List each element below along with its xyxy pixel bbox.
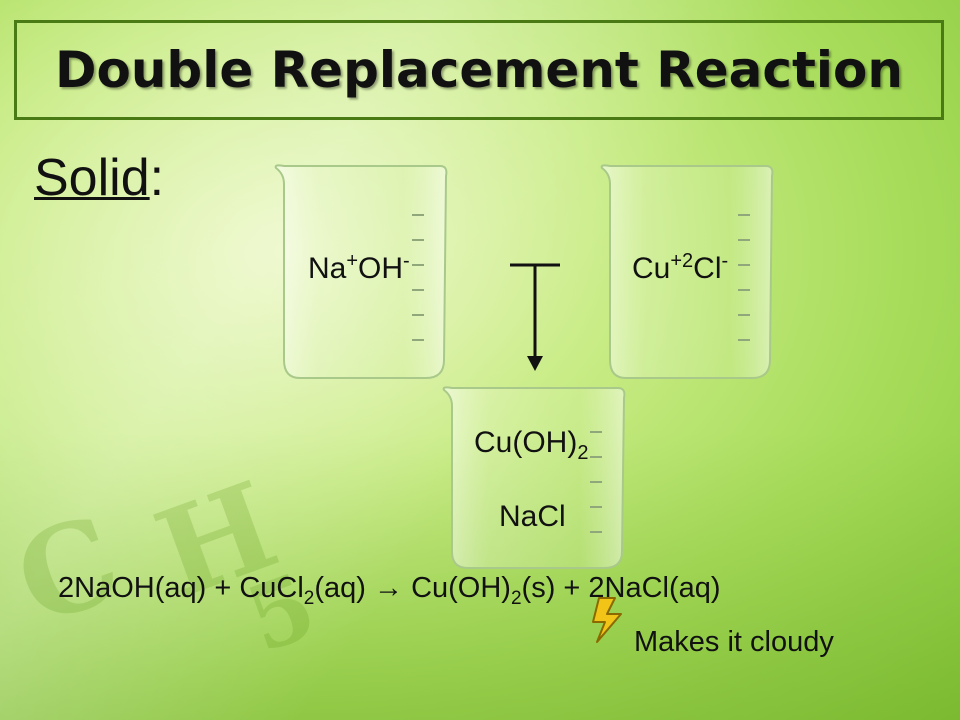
background-formula-decoration: 5 bbox=[233, 552, 329, 674]
product-salt-label: NaCl bbox=[499, 500, 566, 533]
cloudy-note: Makes it cloudy bbox=[634, 626, 834, 658]
solid-heading: Solid: bbox=[34, 148, 164, 208]
reaction-equation: 2NaOH(aq) + CuCl2(aq) → Cu(OH)2(s) + 2Na… bbox=[58, 572, 721, 609]
background-formula-decoration: C bbox=[0, 487, 137, 654]
beaker-left-label: Na+OH- bbox=[308, 250, 410, 285]
mixing-arrow bbox=[500, 260, 570, 375]
beaker-bottom bbox=[440, 382, 630, 572]
beaker-right bbox=[598, 160, 778, 385]
solid-word: Solid bbox=[34, 149, 150, 207]
product-precipitate-label: Cu(OH)2 bbox=[474, 426, 589, 464]
beaker-right-label: Cu+2Cl- bbox=[632, 250, 729, 285]
beaker-left bbox=[272, 160, 452, 385]
lightning-bolt-icon bbox=[585, 596, 633, 644]
solid-colon: : bbox=[149, 149, 165, 207]
page-title: Double Replacement Reaction bbox=[54, 41, 904, 99]
title-box: Double Replacement Reaction bbox=[14, 20, 944, 120]
